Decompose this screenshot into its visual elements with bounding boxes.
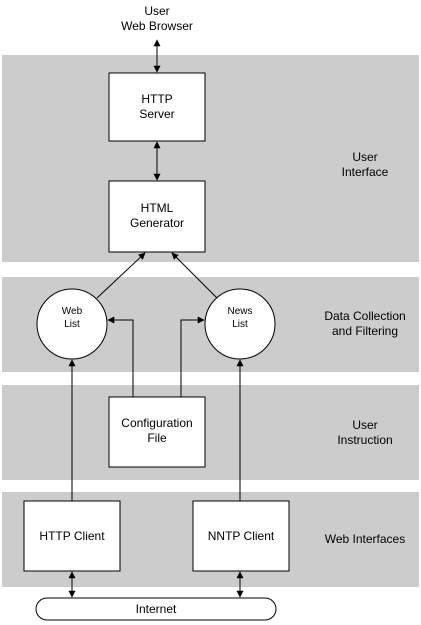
band-user-interface	[2, 55, 419, 262]
nntp-client-box	[192, 500, 290, 572]
arrow-config-newslist	[180, 316, 205, 397]
layer-label-data-collection: Data Collection and Filtering	[324, 309, 406, 338]
arrow-newslist-generator	[171, 252, 218, 299]
config-file-box	[108, 396, 206, 468]
web-list-label: Web List	[61, 306, 83, 330]
web-list-circle	[36, 288, 108, 360]
http-client-label: HTTP Client	[39, 529, 105, 543]
nntp-client-label: NNTP Client	[207, 529, 275, 543]
http-server-label: HTTP Server	[139, 92, 175, 121]
arrow-weblist-generator	[96, 252, 146, 299]
news-list-circle	[204, 288, 276, 360]
internet-pill	[35, 597, 277, 621]
layer-label-user-instruction: User Instruction	[337, 418, 393, 447]
layer-label-user-interface: User Interface	[341, 150, 389, 179]
internet-label: Internet	[135, 602, 177, 616]
http-server-box	[108, 72, 206, 142]
user-web-browser-label: User Web Browser	[121, 4, 193, 33]
html-generator-box	[108, 180, 206, 253]
config-file-label: Configuration File	[121, 416, 193, 445]
arrow-config-weblist	[107, 316, 134, 397]
html-generator-label: HTML Generator	[129, 201, 185, 230]
http-client-box	[23, 500, 121, 572]
layer-label-web-interfaces: Web Interfaces	[324, 532, 406, 546]
news-list-label: News List	[227, 306, 253, 330]
